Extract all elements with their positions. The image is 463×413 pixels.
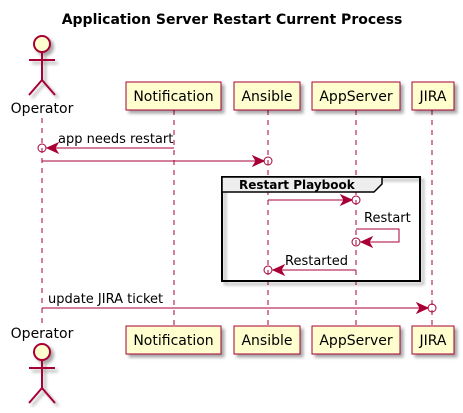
message-label: Restart (364, 211, 411, 226)
participant-ansible-bottom: Ansible (233, 325, 301, 355)
group-label: Restart Playbook (239, 178, 356, 192)
message-ansible-to-appserver (268, 193, 361, 207)
participant-label: AppServer (319, 333, 393, 349)
participant-appserver-bottom: AppServer (311, 325, 401, 355)
actor-label-operator-top: Operator (11, 101, 74, 117)
arrowhead-icon (415, 301, 430, 315)
message-label: Restarted (285, 254, 348, 269)
participant-label: Ansible (241, 89, 292, 105)
participant-label: JIRA (419, 333, 447, 349)
group-frame-restart-playbook: Restart Playbook (221, 176, 421, 282)
message-label: update JIRA ticket (48, 292, 163, 307)
participant-notification-bottom: Notification (125, 325, 222, 355)
arrowhead-icon (339, 193, 354, 207)
actor-label-operator-bottom: Operator (11, 326, 74, 342)
found-message-ring-icon (351, 237, 361, 247)
participant-label: AppServer (319, 89, 393, 105)
message-update-jira-ticket: update JIRA ticket (42, 292, 437, 315)
message-label: app needs restart (58, 132, 173, 147)
participant-jira-top: JIRA (411, 81, 455, 111)
message-restart-self: Restart (351, 211, 411, 249)
message-operator-to-ansible (42, 154, 273, 168)
arrowhead-icon (251, 154, 266, 168)
participant-label: JIRA (419, 89, 447, 105)
participant-appserver-top: AppServer (311, 81, 401, 111)
found-message-ring-icon (427, 303, 437, 313)
participant-label: Notification (133, 333, 213, 349)
group-label-tab (221, 176, 383, 193)
actor-head-icon (33, 343, 51, 361)
found-message-ring-icon (351, 195, 361, 205)
actor-head-icon (33, 35, 51, 53)
participant-ansible-top: Ansible (233, 81, 301, 111)
diagram-title: Application Server Restart Current Proce… (62, 12, 403, 28)
arrowhead-icon (359, 235, 374, 249)
arrowhead-icon (271, 263, 286, 277)
operator-actor-top (28, 35, 56, 96)
message-app-needs-restart: app needs restart (37, 132, 174, 155)
participant-label: Notification (133, 89, 213, 105)
operator-actor-bottom (28, 343, 56, 404)
found-message-ring-icon (263, 265, 273, 275)
message-restarted: Restarted (263, 254, 356, 277)
participant-jira-bottom: JIRA (411, 325, 455, 355)
arrowhead-icon (45, 141, 60, 155)
participant-notification-top: Notification (125, 81, 222, 111)
participant-label: Ansible (241, 333, 292, 349)
lost-message-ring-icon (37, 143, 47, 153)
found-message-ring-icon (263, 156, 273, 166)
